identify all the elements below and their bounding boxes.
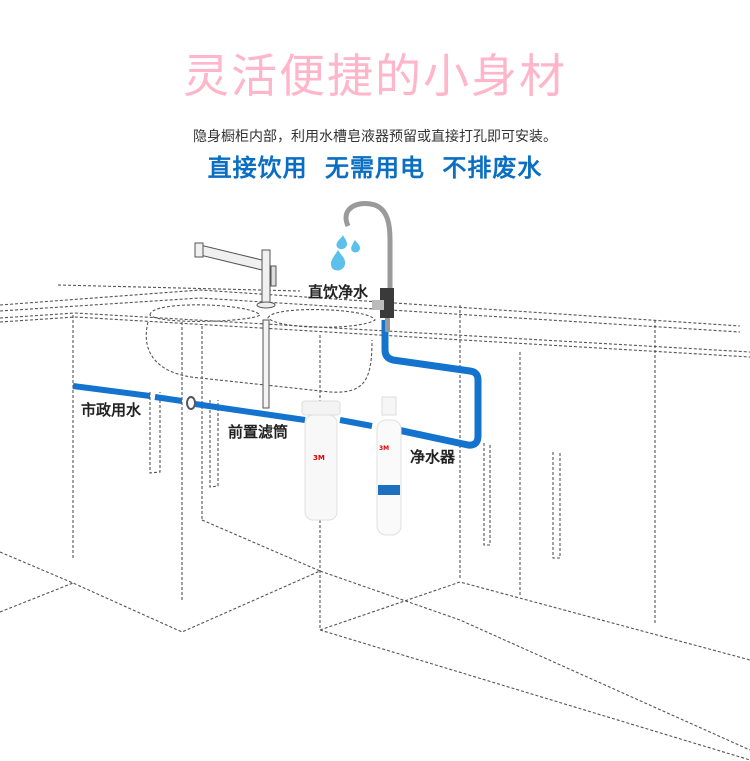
countertop-outline xyxy=(0,284,750,393)
purifier-cartridge-icon: 3M xyxy=(376,396,402,536)
slogan-item-direct-drink: 直接饮用 xyxy=(207,154,308,182)
label-direct-drinking: 直饮净水 xyxy=(308,283,369,301)
slogan-item-no-power: 无需用电 xyxy=(325,154,425,182)
slogan: 直接饮用 无需用电 不排废水 xyxy=(0,152,750,184)
municipal-water-pipe xyxy=(72,383,306,423)
description: 隐身橱柜内部，利用水槽皂液器预留或直接打孔即可安装。 xyxy=(193,129,557,145)
water-drops-icon xyxy=(330,235,360,271)
headline: 灵活便捷的小身材 xyxy=(183,49,567,103)
drinking-faucet-icon xyxy=(343,201,394,332)
label-municipal-water: 市政用水 xyxy=(81,401,142,419)
pre-filter-canister-icon: 3M xyxy=(301,400,341,521)
purified-water-pipe xyxy=(339,320,482,449)
brand-mark: 3M xyxy=(379,445,389,452)
slogan-item-no-waste: 不排废水 xyxy=(442,154,543,182)
cabinet-outline xyxy=(0,305,750,761)
sink-faucet-icon xyxy=(194,242,277,409)
label-pre-filter: 前置滤筒 xyxy=(228,423,289,441)
brand-mark: 3M xyxy=(313,454,325,462)
label-purifier: 净水器 xyxy=(410,448,456,466)
